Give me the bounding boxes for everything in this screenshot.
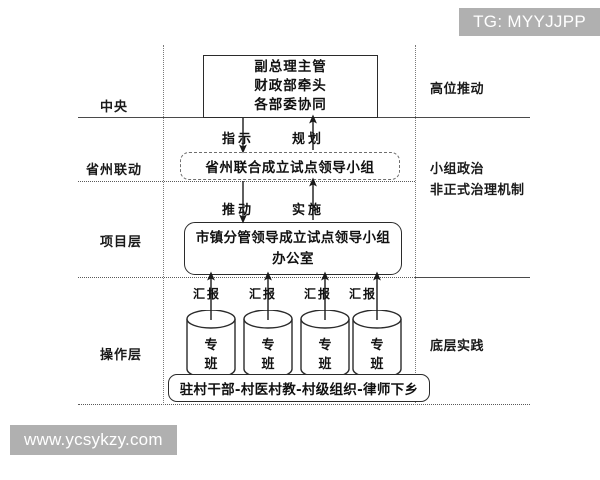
box-village-line-1: 驻村干部-村医村教-村级组织-律师下乡: [179, 382, 419, 398]
box-central-line-2: 财政部牵头: [254, 78, 327, 94]
box-project-line-2: 办公室: [272, 250, 314, 267]
divider-bottom: [78, 404, 530, 405]
watermark-bottom-left: www.ycsykzy.com: [10, 425, 177, 455]
box-province-line-1: 省州联合成立试点领导小组: [205, 160, 375, 176]
arrow-label-promote: 推动: [222, 203, 255, 218]
cylinder-task-force-2: 专 班: [243, 309, 293, 379]
layer-label-operation: 操作层: [100, 348, 143, 363]
cylinder-shape-4: [352, 309, 402, 379]
box-project-line-1: 市镇分管领导成立试点领导小组: [195, 229, 391, 246]
report-label-3: 汇报: [304, 287, 333, 301]
report-label-2: 汇报: [249, 287, 278, 301]
layer-label-province-linkage: 省州联动: [86, 163, 143, 178]
side-note-informal-governance: 非正式治理机制: [430, 183, 525, 198]
report-label-4: 汇报: [349, 287, 378, 301]
column-boundary-right: [415, 45, 416, 405]
box-province-leading-group: 省州联合成立试点领导小组: [180, 152, 400, 180]
box-central-line-1: 副总理主管: [254, 59, 327, 75]
cylinder-shape-2: [243, 309, 293, 379]
report-label-1: 汇报: [193, 287, 222, 301]
layer-label-central: 中央: [100, 100, 129, 115]
arrow-label-plan: 规划: [292, 132, 325, 147]
cylinder-task-force-3: 专 班: [300, 309, 350, 379]
box-village-actors: 驻村干部-村医村教-村级组织-律师下乡: [168, 374, 430, 402]
watermark-top-right: TG: MYYJJPP: [459, 8, 600, 36]
box-central-government: 副总理主管 财政部牵头 各部委协同: [203, 55, 378, 118]
box-project-office: 市镇分管领导成立试点领导小组 办公室: [184, 222, 402, 275]
side-note-grassroots-practice: 底层实践: [430, 339, 485, 354]
arrow-label-implement: 实施: [292, 203, 325, 218]
column-boundary-left: [163, 45, 164, 405]
box-central-line-3: 各部委协同: [254, 97, 327, 113]
cylinder-shape-1: [186, 309, 236, 379]
side-note-high-level-push: 高位推动: [430, 82, 485, 97]
cylinder-task-force-4: 专 班: [352, 309, 402, 379]
side-note-group-politics: 小组政治: [430, 162, 485, 177]
divider-province-project: [78, 181, 415, 182]
divider-project-operation-solid: [415, 277, 530, 278]
cylinder-shape-3: [300, 309, 350, 379]
arrow-label-instruct: 指示: [222, 132, 255, 147]
divider-project-operation-dashed: [78, 277, 415, 278]
cylinder-task-force-1: 专 班: [186, 309, 236, 379]
layer-label-project: 项目层: [100, 235, 143, 250]
